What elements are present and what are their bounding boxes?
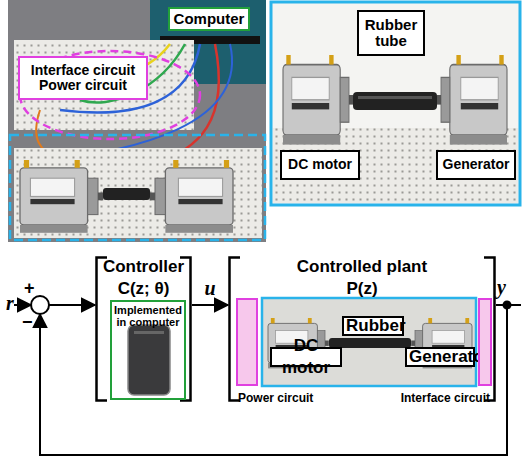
computer-image	[128, 325, 170, 395]
bracket-line	[230, 258, 495, 401]
sign-symbol: +	[24, 278, 35, 299]
label-box: DC motor	[270, 347, 342, 367]
summing-junction	[31, 296, 49, 314]
rubber-tube	[353, 92, 437, 110]
node-text: Generator	[443, 157, 510, 172]
computer-box: Implemented in computer	[110, 300, 186, 400]
rubber-tube-highlight	[358, 96, 432, 99]
zoom-panel	[271, 2, 520, 205]
error-arrow	[49, 304, 95, 306]
interface-circuit-strip: Interface circuit	[478, 298, 492, 386]
dc-motor-photo	[283, 55, 353, 145]
plant-photo	[262, 298, 476, 386]
computer-detail	[134, 331, 164, 334]
photo-background	[8, 0, 266, 242]
label-box: Rubber tube	[357, 10, 425, 56]
rubber-tube	[103, 188, 150, 200]
sign-symbol: −	[22, 312, 33, 333]
signal-arrow	[192, 304, 228, 306]
label-box: Generator	[436, 150, 516, 180]
generator-photo	[437, 55, 507, 145]
label-box: Rubber	[342, 316, 404, 336]
node-text: Controller C(z; θ)	[95, 256, 192, 300]
node-text: Power circuit	[238, 387, 313, 409]
signal-name: u	[204, 277, 215, 300]
signal-name: r	[6, 292, 14, 315]
node-text: Controlled plant P(z)	[282, 256, 442, 300]
node-text: Interface circuit Power circuit	[22, 63, 144, 94]
node-text: Rubber tube	[361, 17, 421, 50]
wire	[150, 44, 219, 165]
generator-photo	[150, 160, 233, 233]
plant-block: Controlled plant P(z)RubberDC motorGener…	[228, 256, 496, 402]
node-text: DC motor	[288, 157, 352, 172]
node-text: Implemented in computer	[112, 302, 184, 328]
plant-highlight-rect	[10, 135, 265, 240]
node-text: Interface circuit	[401, 387, 490, 409]
node-text: Rubber	[346, 315, 406, 337]
controller-block: Controller C(z; θ)Implemented in compute…	[95, 256, 192, 402]
node-text: DC motor	[274, 335, 338, 379]
label-box: Generator	[405, 347, 475, 367]
label-box: Interface circuit Power circuit	[18, 56, 148, 100]
reference-arrow	[14, 304, 31, 306]
breadboard	[14, 148, 262, 238]
breadboard	[14, 40, 194, 130]
bracket-line	[97, 258, 191, 401]
label-box: Computer	[168, 7, 250, 31]
power-circuit-strip: Power circuit	[236, 298, 258, 386]
node-text: Computer	[174, 11, 245, 28]
dc-motor-photo	[20, 160, 103, 233]
signal-name: y	[497, 276, 506, 299]
label-box: DC motor	[280, 150, 360, 180]
